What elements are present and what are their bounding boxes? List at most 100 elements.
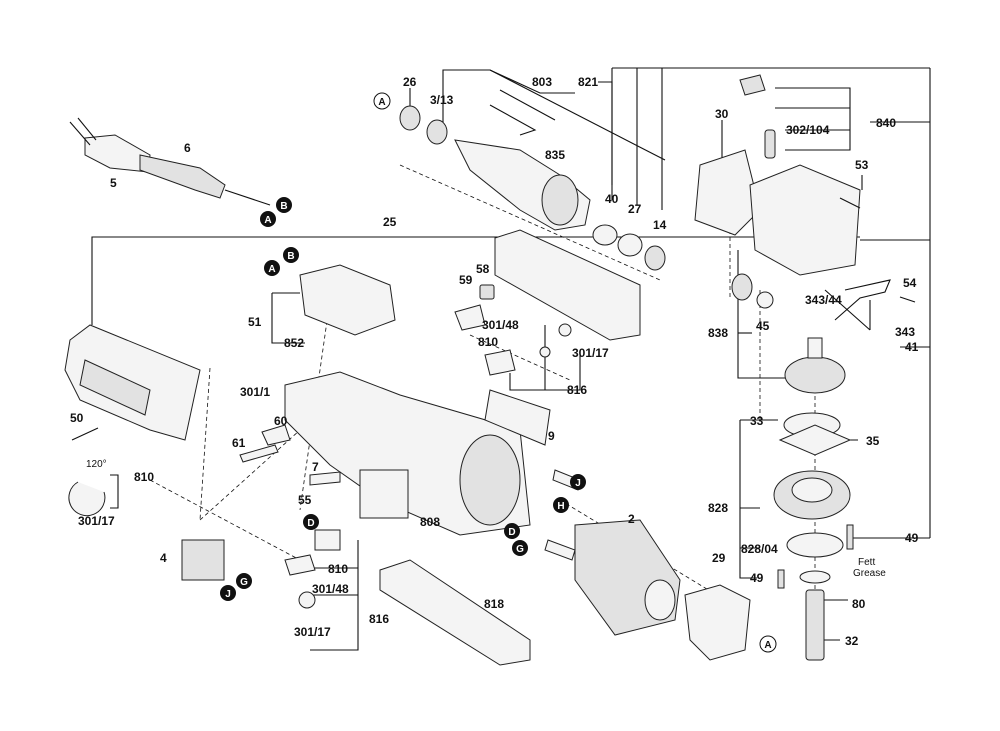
label-301-17b: 301/17 (78, 514, 115, 528)
callout-d-2: D (504, 523, 520, 539)
bearing-flange (778, 412, 852, 456)
bevel-gear (784, 337, 846, 394)
label-4: 4 (160, 551, 167, 565)
label-33: 33 (750, 414, 764, 428)
label-30: 30 (715, 107, 729, 121)
svg-text:B: B (287, 251, 294, 262)
label-grease-2: Grease (853, 568, 886, 579)
label-angle: 120° (86, 459, 107, 470)
guard (684, 584, 751, 661)
label-2: 2 (628, 512, 635, 526)
bearings (399, 105, 666, 271)
label-51: 51 (248, 315, 262, 329)
label-40: 40 (605, 192, 619, 206)
label-49b: 49 (750, 571, 764, 585)
label-835: 835 (545, 148, 565, 162)
callout-d-1: D (303, 514, 319, 530)
retaining-rings (592, 224, 643, 257)
callout-b-2: B (283, 247, 299, 263)
label-803: 803 (532, 75, 552, 89)
gear-housing (739, 74, 861, 276)
callout-a-3: A (264, 260, 280, 276)
label-14: 14 (653, 218, 667, 232)
label-grease-1: Fett (858, 557, 875, 568)
label-810b: 810 (134, 470, 154, 484)
label-3-13: 3/13 (430, 93, 454, 107)
label-343: 343 (895, 325, 915, 339)
bearing-housing (773, 470, 851, 520)
motor-housing (284, 371, 531, 536)
svg-text:B: B (280, 201, 287, 212)
label-45: 45 (756, 319, 770, 333)
svg-text:J: J (225, 589, 231, 600)
label-810c: 810 (328, 562, 348, 576)
rear-handle (64, 324, 201, 441)
label-55: 55 (298, 493, 312, 507)
svg-text:A: A (268, 264, 275, 275)
label-60: 60 (274, 414, 288, 428)
svg-text:D: D (307, 518, 314, 529)
label-58: 58 (476, 262, 490, 276)
field-stator (574, 519, 681, 636)
label-9: 9 (548, 429, 555, 443)
label-25: 25 (383, 215, 397, 229)
callout-a-2: A (260, 211, 276, 227)
part-labels: 5 6 26 3/13 803 821 835 40 27 14 30 302/… (70, 75, 919, 648)
label-7: 7 (312, 460, 319, 474)
label-26: 26 (403, 75, 417, 89)
label-816b: 816 (369, 612, 389, 626)
callout-j-1: J (220, 585, 236, 601)
label-840: 840 (876, 116, 896, 130)
label-301-17c: 301/17 (294, 625, 331, 639)
label-828-04: 828/04 (741, 542, 778, 556)
callout-b-1: B (276, 197, 292, 213)
callout-a-1: A (373, 92, 391, 110)
mains-plug (69, 117, 151, 173)
svg-text:A: A (764, 640, 771, 651)
switch-carrier (299, 264, 396, 336)
screws (777, 197, 916, 589)
flange (694, 149, 761, 236)
callouts: A B A B A D G J J H D G A (220, 92, 777, 653)
svg-text:A: A (378, 97, 385, 108)
label-343-44: 343/44 (805, 293, 842, 307)
label-80: 80 (852, 597, 866, 611)
label-27: 27 (628, 202, 642, 216)
label-821: 821 (578, 75, 598, 89)
callout-h-1: H (553, 497, 569, 513)
svg-text:A: A (264, 215, 271, 226)
label-49a: 49 (905, 531, 919, 545)
armature (454, 139, 591, 231)
assembly-axes (149, 164, 816, 601)
svg-text:H: H (557, 501, 564, 512)
callout-g-2: G (512, 540, 528, 556)
label-816a: 816 (567, 383, 587, 397)
label-59: 59 (459, 273, 473, 287)
upper-housing-shell (494, 229, 641, 341)
pinion (731, 273, 774, 309)
callout-a-4: A (759, 635, 777, 653)
label-810a: 810 (478, 335, 498, 349)
label-301-1: 301/1 (240, 385, 270, 399)
callout-j-2: J (570, 474, 586, 490)
label-53: 53 (855, 158, 869, 172)
label-54: 54 (903, 276, 917, 290)
svg-text:D: D (508, 527, 515, 538)
bottom-cover (379, 559, 531, 666)
label-29: 29 (712, 551, 726, 565)
label-41: 41 (905, 340, 919, 354)
label-302-104: 302/104 (786, 123, 830, 137)
label-852: 852 (284, 336, 304, 350)
svg-text:G: G (240, 577, 248, 588)
label-828: 828 (708, 501, 728, 515)
label-32: 32 (845, 634, 859, 648)
cable-sleeve (139, 154, 271, 206)
label-301-17a: 301/17 (572, 346, 609, 360)
label-6: 6 (184, 141, 191, 155)
spindle-lock (834, 279, 891, 321)
small-parts (68, 284, 581, 609)
label-50: 50 (70, 411, 84, 425)
svg-text:J: J (575, 478, 581, 489)
svg-text:G: G (516, 544, 524, 555)
